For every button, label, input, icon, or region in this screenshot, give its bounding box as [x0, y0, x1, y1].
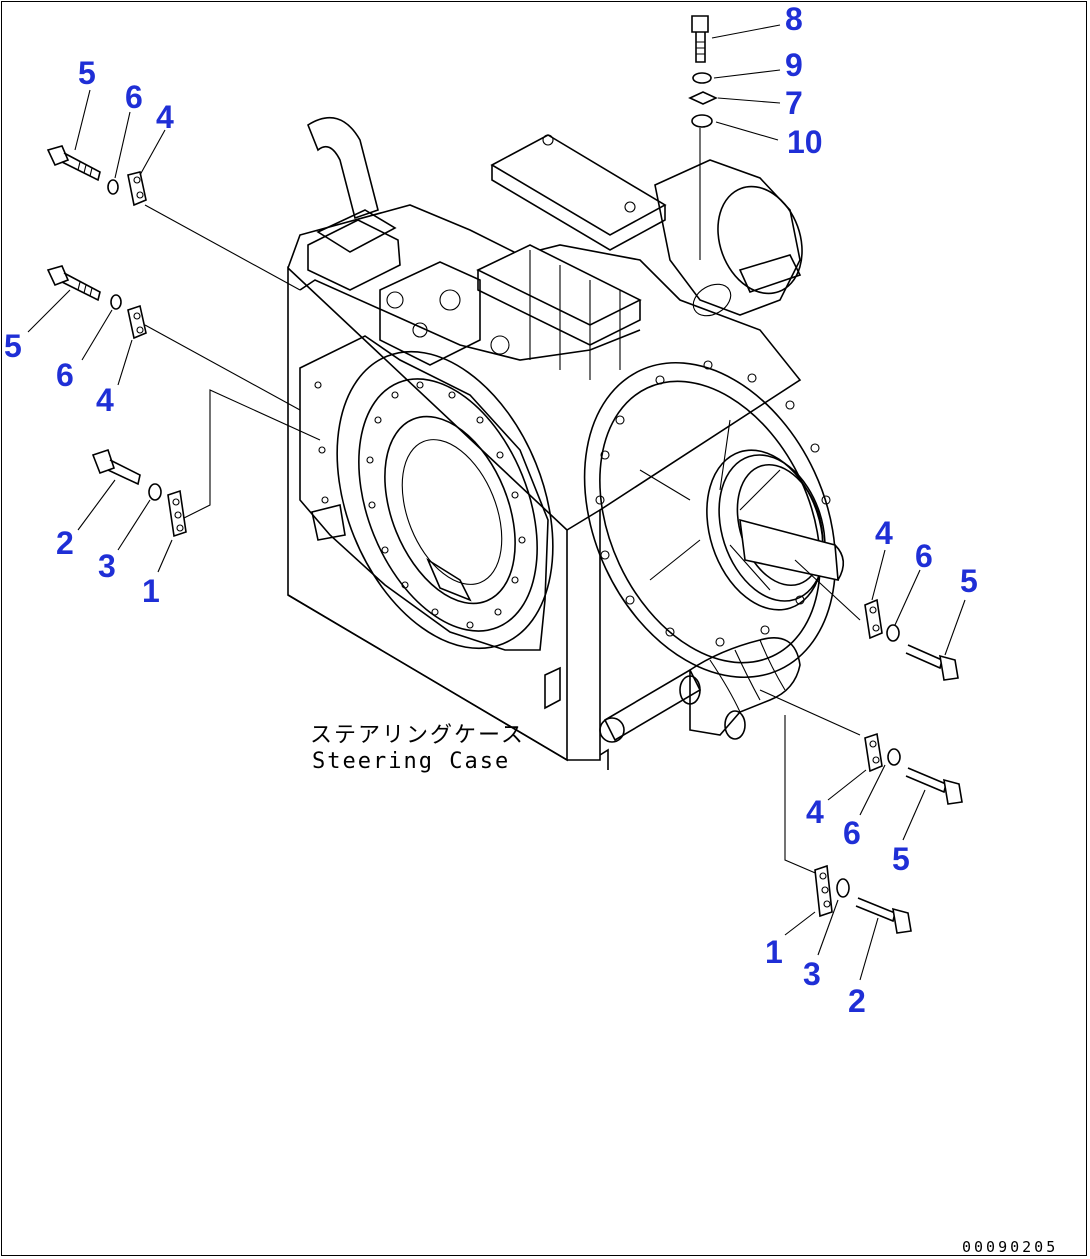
leader-lines [144, 128, 861, 876]
bolt-lower-right [905, 767, 963, 805]
drawing-number: 00090205 [962, 1238, 1058, 1256]
callout-right-4: 4 [875, 515, 893, 551]
plate-bottom [814, 864, 833, 918]
caption-japanese: ステアリングケース [310, 723, 525, 748]
washer-mid-left [110, 294, 122, 310]
callout-upper-left-6: 6 [125, 79, 143, 115]
callout-bottom-2: 2 [848, 983, 866, 1019]
bolt-bottom [855, 897, 912, 934]
callout-lower-left-3: 3 [98, 548, 116, 584]
bolt-upper-left [46, 145, 101, 182]
plate-lower-left [167, 489, 187, 538]
bolt-lower-left [91, 448, 141, 486]
washer-bottom [836, 878, 850, 898]
washer-top [692, 72, 712, 84]
plate-upper-left [127, 171, 147, 207]
callout-top-8: 8 [785, 1, 803, 37]
washer-lower-left [148, 483, 162, 501]
caption-english: Steering Case [312, 749, 510, 774]
callout-mid-left-5: 5 [4, 328, 22, 364]
bolt-mid-left [46, 265, 101, 302]
callout-lower-right-4: 4 [806, 794, 824, 830]
callout-lower-right-5: 5 [892, 841, 910, 877]
callout-upper-left-5: 5 [78, 55, 96, 91]
callout-numbers: 5 6 4 5 6 4 2 3 1 8 9 7 10 4 6 5 4 6 5 1… [4, 1, 978, 1019]
washer-lower-right [887, 748, 901, 766]
bolt-right [905, 644, 959, 681]
callout-lower-left-2: 2 [56, 525, 74, 561]
callout-lower-right-6: 6 [843, 815, 861, 851]
callout-upper-left-4: 4 [156, 99, 174, 135]
callout-bottom-3: 3 [803, 956, 821, 992]
callout-lower-left-1: 1 [142, 573, 160, 609]
callout-top-7: 7 [785, 85, 803, 121]
callout-mid-left-4: 4 [96, 382, 114, 418]
seal-ring-top [691, 114, 713, 128]
callout-right-5: 5 [960, 563, 978, 599]
washer-right [886, 624, 900, 642]
plate-mid-left [127, 304, 147, 340]
callout-right-6: 6 [915, 538, 933, 574]
plate-lower-right [864, 732, 883, 773]
plate-right [864, 598, 883, 640]
bolt-top [691, 15, 709, 63]
callout-top-9: 9 [785, 47, 803, 83]
callout-mid-left-6: 6 [56, 357, 74, 393]
lock-plate-top [688, 91, 718, 105]
callout-bottom-1: 1 [765, 934, 783, 970]
steering-case-body [287, 116, 845, 770]
callout-top-10: 10 [787, 124, 823, 160]
washer-upper-left [107, 179, 119, 195]
callout-leaders [27, 24, 966, 981]
